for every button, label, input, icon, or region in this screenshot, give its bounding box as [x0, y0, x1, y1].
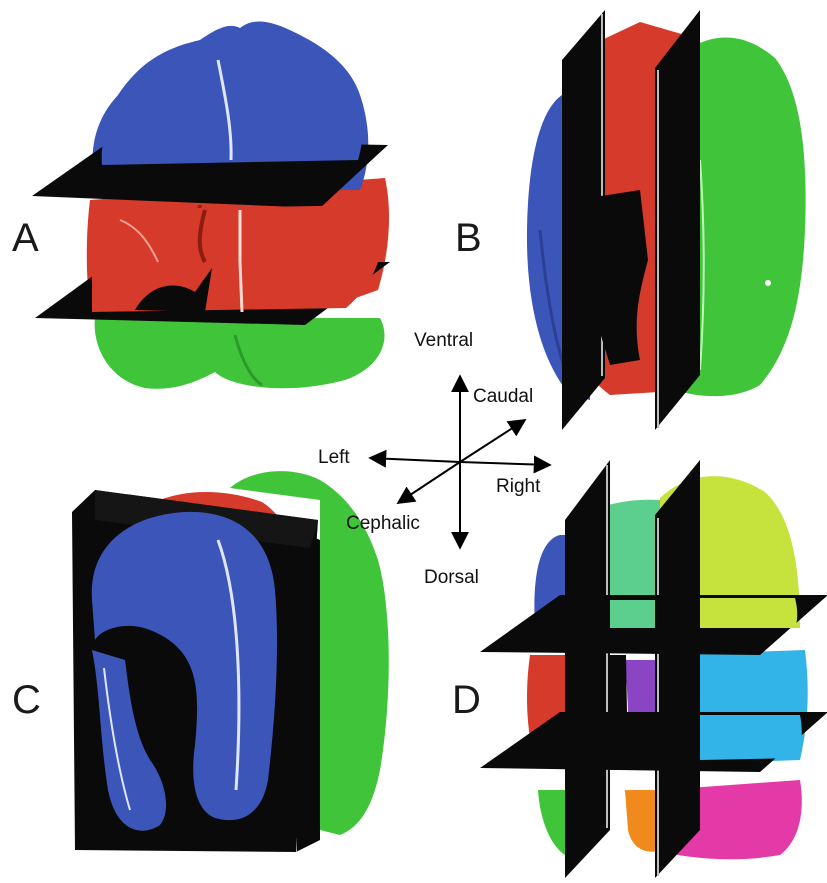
- panel-a-render: [32, 22, 390, 389]
- label-caudal: Caudal: [473, 387, 533, 406]
- label-right: Right: [496, 477, 540, 496]
- label-ventral: Ventral: [414, 331, 473, 350]
- d-plane-vertical-right: [655, 460, 700, 878]
- axis-horizontal-left: [370, 458, 460, 462]
- axis-diagonal-up: [460, 420, 525, 462]
- panel-label-d: D: [452, 680, 481, 720]
- b-plane-right: [655, 10, 700, 430]
- panel-c-render: [72, 471, 389, 852]
- panel-b-render: [527, 10, 806, 430]
- axis-horizontal-right: [460, 462, 550, 465]
- panel-label-a: A: [12, 218, 39, 258]
- axis-diagonal-down: [398, 462, 460, 503]
- label-left: Left: [318, 448, 350, 467]
- panel-d-render: [480, 460, 827, 878]
- label-cephalic: Cephalic: [346, 514, 420, 533]
- label-dorsal: Dorsal: [424, 568, 479, 587]
- panel-label-c: C: [12, 680, 41, 720]
- d-plane-vertical-left: [565, 460, 610, 878]
- panel-label-b: B: [455, 218, 482, 258]
